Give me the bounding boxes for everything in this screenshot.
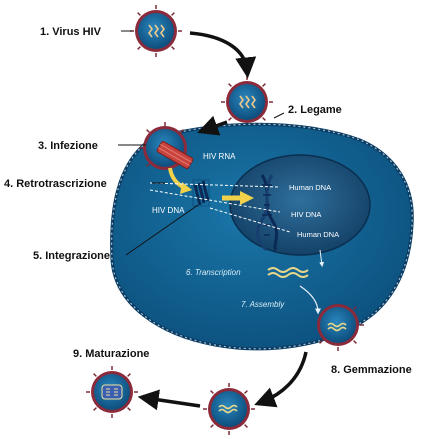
label-pointers (118, 30, 285, 256)
label-human-dna-1: Human DNA (289, 183, 331, 192)
label-infezione: 3. Infezione (38, 140, 98, 152)
virus-released (203, 383, 255, 435)
virus-free (130, 5, 182, 57)
label-retrotrascrizione: 4. Retrotrascrizione (4, 178, 107, 190)
mrna-wave (267, 249, 325, 278)
virus-binding (221, 76, 273, 123)
label-integrazione: 5. Integrazione (33, 250, 110, 262)
label-hiv-dna-right: HIV DNA (291, 210, 321, 219)
virus-budding (317, 304, 364, 351)
label-hiv-rna: HIV RNA (203, 152, 236, 161)
hiv-rna-strand (156, 141, 194, 169)
integration-arrow (222, 191, 254, 205)
label-transcription: 6. Transcription (186, 268, 241, 277)
label-legame: 2. Legame (288, 104, 342, 116)
label-maturazione: 9. Maturazione (73, 348, 149, 360)
assembly-arrow (299, 285, 321, 315)
hiv-dna-strand (192, 179, 210, 207)
label-virus-hiv: 1. Virus HIV (40, 26, 102, 38)
label-assembly: 7. Assembly (241, 300, 285, 309)
virus-mature (86, 366, 138, 418)
human-dna-helix (256, 174, 279, 251)
rt-arrow (168, 167, 192, 194)
dashed-pointers (149, 182, 291, 233)
label-human-dna-2: Human DNA (297, 230, 339, 239)
label-hiv-dna-left: HIV DNA (152, 206, 185, 215)
label-gemmazione: 8. Gemmazione (331, 364, 412, 376)
nucleus (229, 154, 371, 256)
flow-arrows (137, 31, 308, 411)
